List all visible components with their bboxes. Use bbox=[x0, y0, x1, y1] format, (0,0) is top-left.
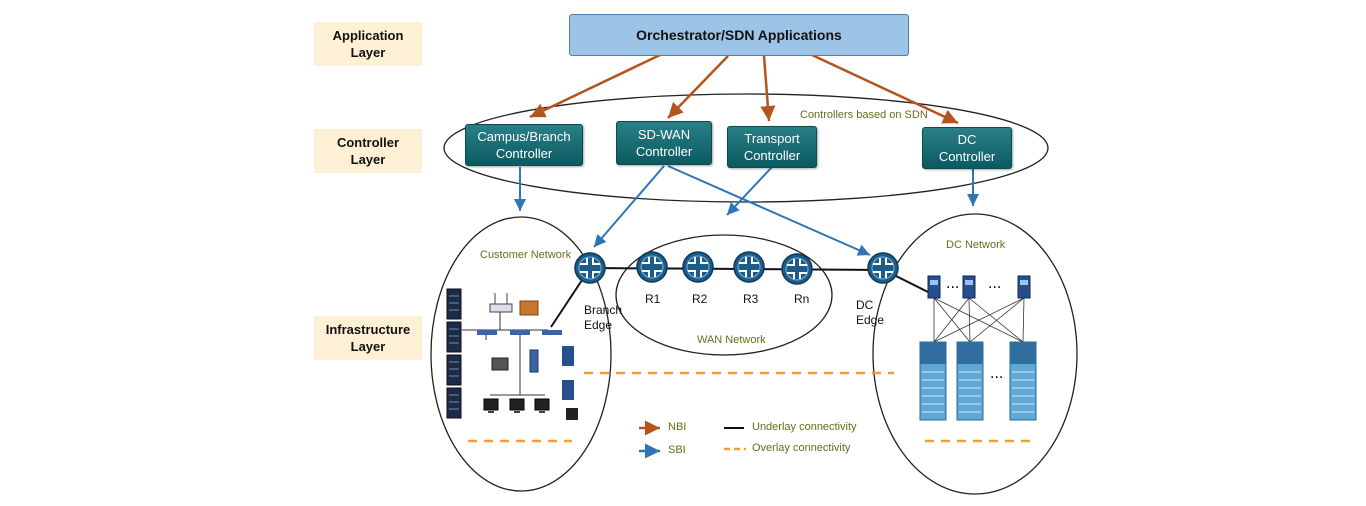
router-r2-label: R2 bbox=[692, 292, 708, 306]
legend-overlay-label: Overlay connectivity bbox=[752, 442, 851, 454]
dc-network-label: DC Network bbox=[946, 239, 1006, 251]
dc-network-ellipse bbox=[872, 213, 1078, 495]
dc-network-devices: ··· ··· ··· bbox=[919, 275, 1037, 421]
infrastructure-layer-label: Infrastructure Layer bbox=[314, 316, 422, 360]
customer-network-label: Customer Network bbox=[480, 249, 572, 261]
controllers-group-label: Controllers based on SDN bbox=[800, 109, 928, 121]
dc-edge-router-icon bbox=[867, 252, 899, 284]
transport-controller: Transport Controller bbox=[727, 126, 817, 168]
router-r3-icon bbox=[733, 251, 765, 283]
customer-network-ellipse bbox=[430, 216, 612, 492]
legend-underlay-label: Underlay connectivity bbox=[752, 421, 857, 433]
sbi-arrows bbox=[514, 165, 979, 256]
router-r1-label: R1 bbox=[645, 292, 661, 306]
branch-edge-router-icon bbox=[574, 252, 606, 284]
controllers-ellipse bbox=[443, 93, 1049, 203]
router-r1-icon bbox=[636, 251, 668, 283]
router-r3-label: R3 bbox=[743, 292, 759, 306]
router-r2-icon bbox=[682, 251, 714, 283]
wan-network-label: WAN Network bbox=[697, 334, 766, 346]
customer-network-devices bbox=[446, 288, 578, 420]
campus-branch-controller: Campus/Branch Controller bbox=[465, 124, 583, 166]
dc-controller: DC Controller bbox=[922, 127, 1012, 169]
controller-layer-label: Controller Layer bbox=[314, 129, 422, 173]
wan-network-ellipse bbox=[615, 234, 833, 356]
orchestrator-box: Orchestrator/SDN Applications bbox=[569, 14, 909, 56]
svg-text:···: ··· bbox=[990, 370, 1003, 386]
sd-wan-controller: SD-WAN Controller bbox=[616, 121, 712, 165]
router-rn-icon bbox=[781, 253, 813, 285]
nbi-arrows bbox=[529, 53, 959, 125]
branch-edge-label: Branch Edge bbox=[584, 303, 623, 332]
svg-text:···: ··· bbox=[988, 280, 1001, 296]
dc-edge-label: DC Edge bbox=[856, 298, 885, 327]
svg-text:···: ··· bbox=[946, 280, 959, 296]
application-layer-label: Application Layer bbox=[314, 22, 422, 66]
legend-sbi-label: SBI bbox=[668, 444, 686, 456]
legend-nbi-label: NBI bbox=[668, 421, 687, 433]
router-rn-label: Rn bbox=[794, 292, 810, 306]
